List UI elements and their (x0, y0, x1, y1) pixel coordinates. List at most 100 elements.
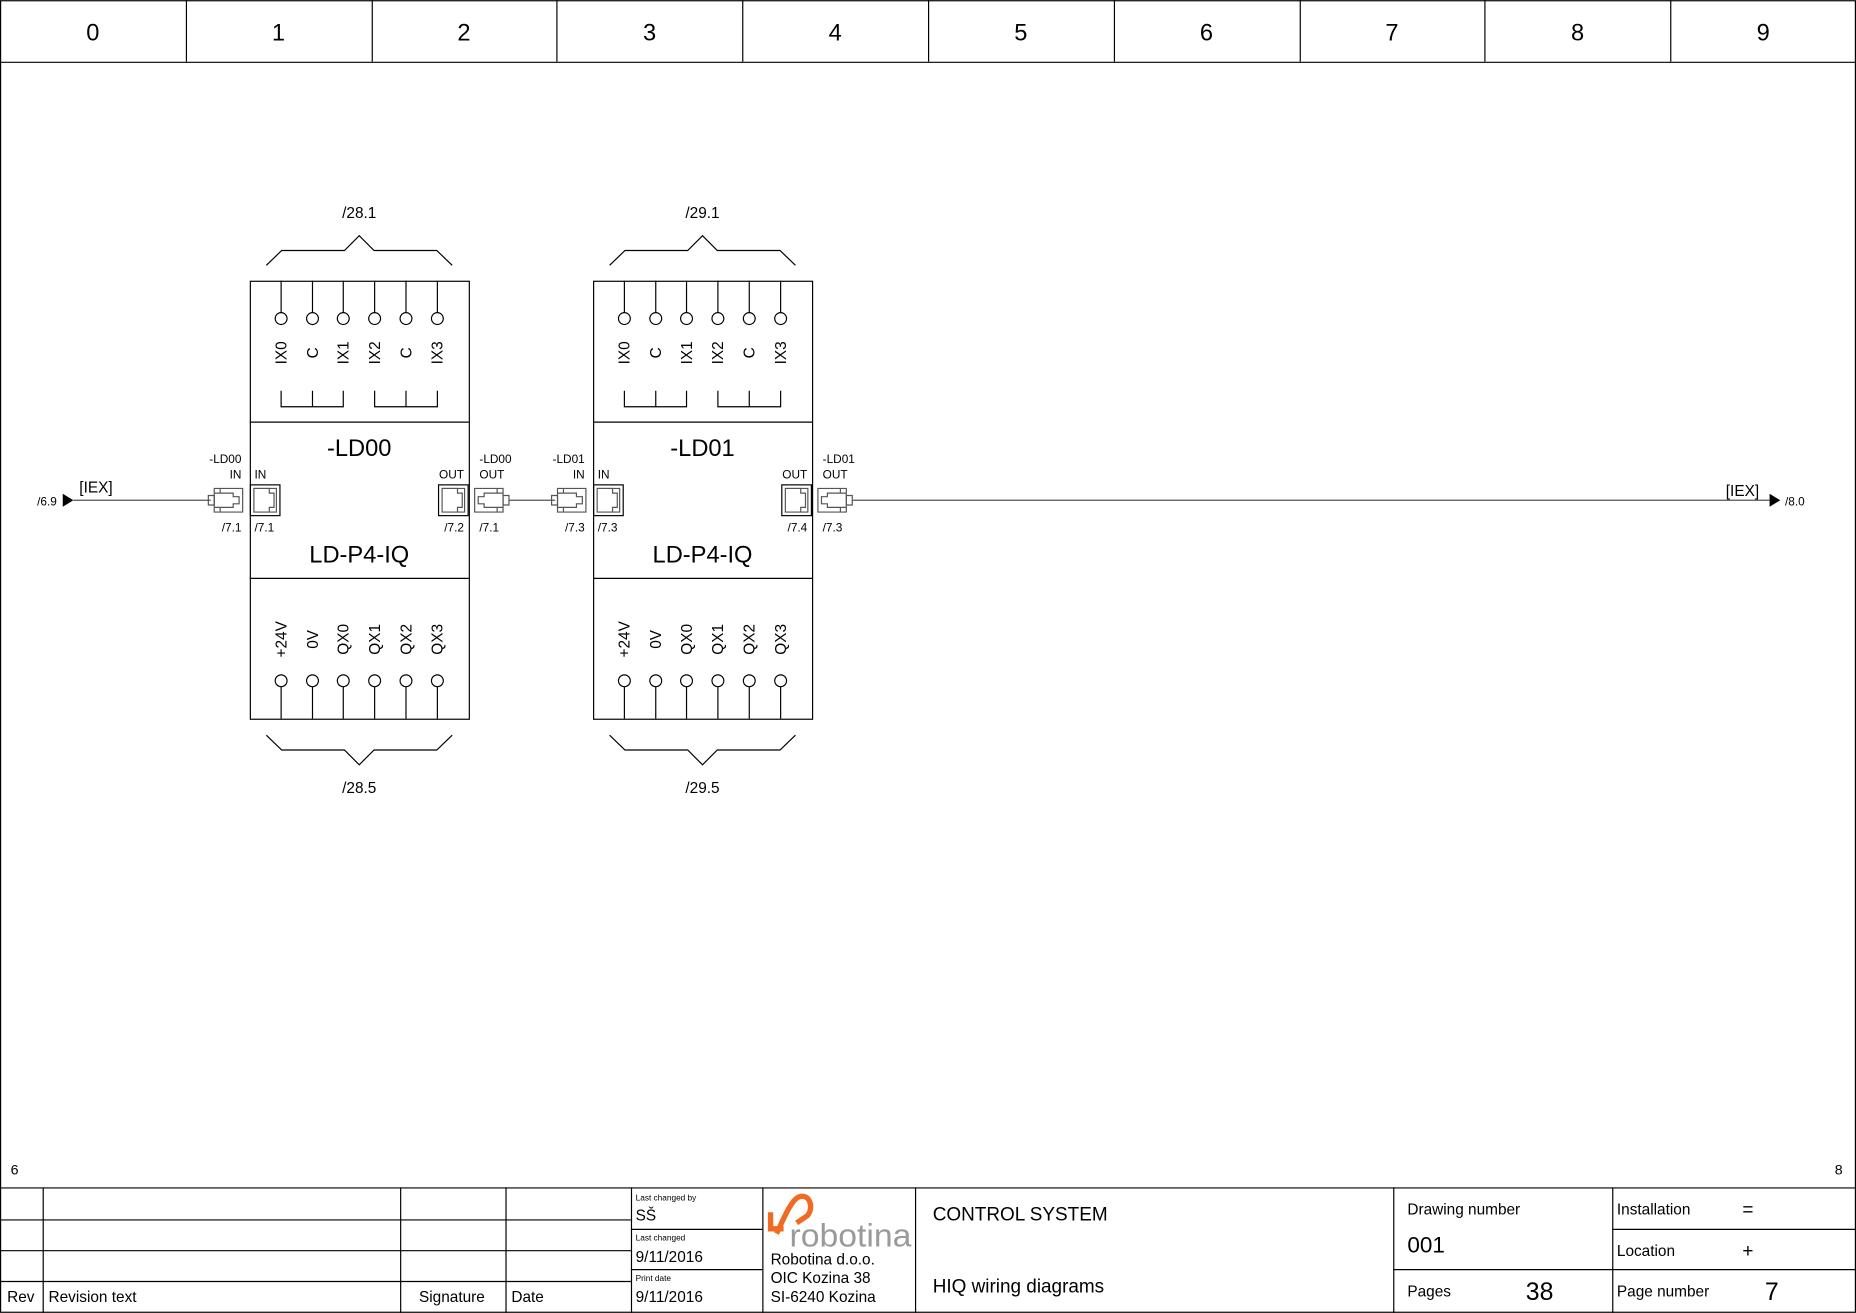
input-label: C (305, 347, 322, 358)
in-socket-ref[interactable]: /7.3 (598, 521, 618, 535)
output-terminal-0v[interactable] (649, 674, 663, 688)
input-terminal-ix2[interactable] (711, 312, 725, 326)
out-plug-ref[interactable]: /7.1 (479, 521, 499, 535)
column-header-4: 4 (829, 20, 842, 46)
input-terminal-c[interactable] (305, 312, 319, 326)
input-terminal-c[interactable] (742, 312, 756, 326)
socket-outer (441, 487, 466, 513)
input-terminal-c[interactable] (399, 312, 413, 326)
input-label: IX3 (773, 341, 790, 364)
output-terminal-qx2[interactable] (399, 674, 413, 688)
input-label: C (742, 347, 759, 358)
module-name: -LD01 (670, 436, 734, 462)
output-label: QX2 (398, 624, 415, 655)
common-bracket (280, 390, 344, 408)
output-terminal-qx1[interactable] (368, 674, 382, 688)
rj45-plug-icon (474, 487, 510, 513)
bottom-brace (265, 734, 453, 766)
last-changed-by-value: SŠ (636, 1208, 657, 1225)
company-city: SI-6240 Kozina (771, 1289, 877, 1306)
out-plug-name: -LD01 (823, 452, 855, 466)
socket-frame (437, 484, 469, 517)
input-terminal-ix0[interactable] (274, 312, 288, 326)
bottom-cross-ref[interactable]: /28.5 (342, 780, 376, 797)
input-terminal-ix3[interactable] (430, 312, 444, 326)
input-label: IX3 (430, 341, 447, 364)
output-label: 0V (305, 629, 322, 649)
socket-inner (442, 487, 463, 513)
logo-text: robotina (790, 1218, 912, 1254)
output-terminal-qx1[interactable] (711, 674, 725, 688)
output-label: QX0 (336, 624, 353, 655)
in-plug-ref[interactable]: /7.1 (222, 521, 242, 535)
input-terminal-c[interactable] (649, 312, 663, 326)
output-terminal-qx0[interactable] (336, 674, 350, 688)
rj45-plug-icon (207, 487, 244, 513)
out-port-label: OUT (782, 467, 807, 481)
output-label: +24V (617, 620, 634, 657)
iex-bus: /6.9 [IEX] [IEX] /8.0 (37, 480, 1805, 509)
top-cross-ref[interactable]: /28.1 (342, 205, 376, 222)
in-plug-name: -LD00 (209, 452, 242, 466)
title-block: Rev Revision text Signature Date Last ch… (0, 1187, 1856, 1313)
socket-frame (781, 484, 812, 517)
in-plug-port: IN (573, 467, 585, 481)
top-brace (265, 234, 453, 266)
input-label: IX1 (679, 341, 696, 364)
in-socket-ref[interactable]: /7.1 (254, 521, 274, 535)
logo-mark-icon (767, 1193, 814, 1235)
column-header-1: 1 (272, 20, 285, 46)
in-plug-ref[interactable]: /7.3 (565, 521, 585, 535)
output-label: QX3 (773, 624, 790, 655)
output-terminal-qx0[interactable] (680, 674, 694, 688)
output-terminal-qx3[interactable] (774, 674, 788, 688)
input-terminal-ix3[interactable] (774, 312, 788, 326)
bus-right-ref[interactable]: /8.0 (1785, 495, 1805, 509)
plug-body (474, 487, 504, 513)
bus-left-ref[interactable]: /6.9 (37, 495, 57, 509)
output-terminal-qx3[interactable] (430, 674, 444, 688)
output-terminal-qx2[interactable] (742, 674, 756, 688)
input-terminal-ix1[interactable] (336, 312, 350, 326)
out-plug-name: -LD00 (479, 452, 512, 466)
plug-body (213, 487, 244, 513)
last-changed-label: Last changed (636, 1234, 686, 1243)
rj45-socket-icon (593, 484, 624, 517)
out-plug-ref[interactable]: /7.3 (823, 521, 843, 535)
output-label: QX3 (430, 624, 447, 655)
out-socket-ref[interactable]: /7.2 (444, 521, 464, 535)
rj45-plug-icon (817, 487, 853, 513)
input-label: C (398, 347, 415, 358)
input-terminal-ix1[interactable] (680, 312, 694, 326)
module-type: LD-P4-IQ (653, 542, 753, 568)
in-plug-port: IN (230, 467, 242, 481)
column-header-2: 2 (457, 20, 470, 46)
out-plug-port: OUT (479, 467, 504, 481)
bottom-cross-ref[interactable]: /29.5 (685, 780, 719, 797)
plug-cable (845, 494, 853, 506)
date-header: Date (511, 1289, 543, 1306)
rj45-plug-icon (551, 487, 587, 513)
installation-value: = (1742, 1200, 1753, 1221)
output-label: QX0 (679, 624, 696, 655)
socket-inner (253, 487, 275, 513)
page-number-label: Page number (1617, 1283, 1709, 1300)
top-cross-ref[interactable]: /29.1 (685, 205, 719, 222)
print-date-label: Print date (636, 1274, 672, 1283)
input-terminal-ix2[interactable] (368, 312, 382, 326)
margin-marker-right: 8 (1835, 1162, 1843, 1178)
input-terminal-ix0[interactable] (617, 312, 631, 326)
module-type: LD-P4-IQ (309, 542, 409, 568)
input-label: IX0 (273, 341, 290, 364)
signature-header: Signature (419, 1289, 485, 1306)
drawing-number-value: 001 (1407, 1232, 1445, 1257)
output-label: 0V (648, 629, 665, 649)
output-terminal-24v[interactable] (617, 674, 631, 688)
out-socket-ref[interactable]: /7.4 (788, 521, 808, 535)
output-terminal-24v[interactable] (274, 674, 288, 688)
output-terminal-0v[interactable] (305, 674, 319, 688)
